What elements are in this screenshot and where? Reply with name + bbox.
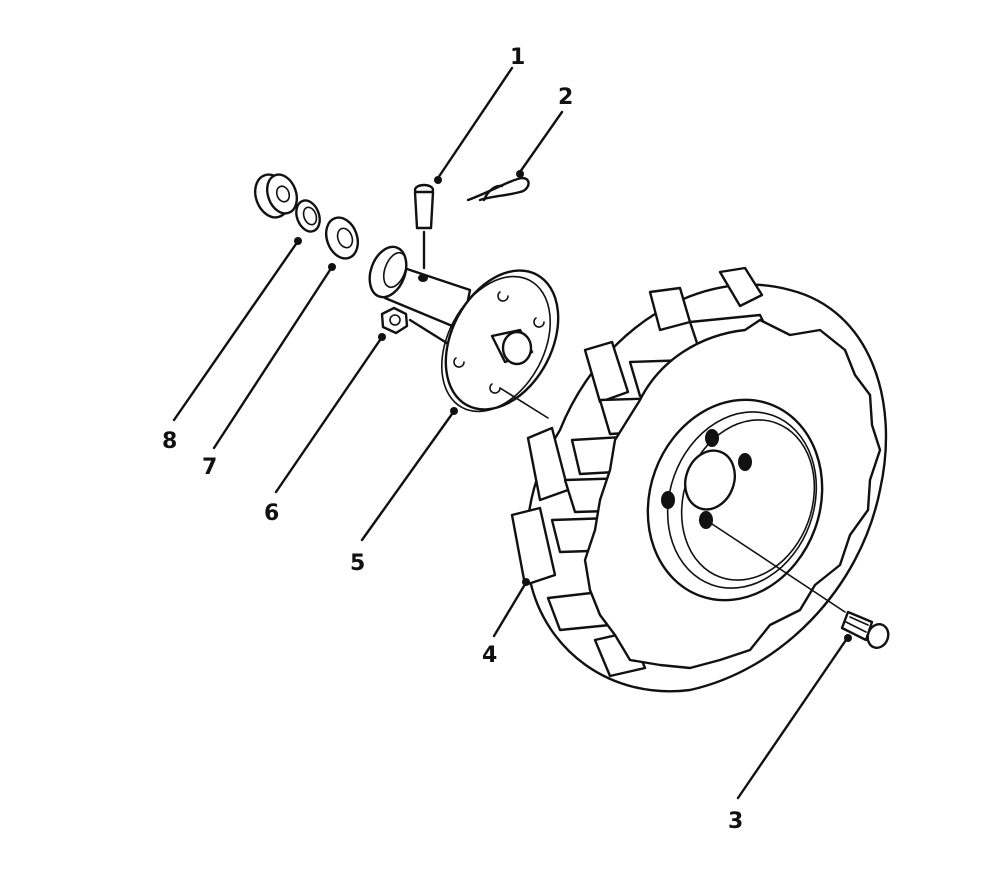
- callout-8: 8: [162, 429, 177, 454]
- callout-1: 1: [510, 45, 525, 70]
- callout-2: 2: [558, 85, 573, 110]
- callout-labels: 1 2 3 4 5 6 7 8: [162, 45, 743, 834]
- callout-7: 7: [202, 455, 217, 480]
- nut: [380, 306, 409, 335]
- bolt: [840, 610, 890, 649]
- pin: [413, 183, 435, 270]
- hub-center-hole: [684, 449, 736, 511]
- callout-3: 3: [728, 809, 743, 834]
- callout-6: 6: [264, 501, 279, 526]
- callout-4: 4: [482, 643, 497, 668]
- washer: [324, 216, 360, 260]
- rim-outer: [646, 398, 824, 602]
- tire-wheel: [510, 266, 888, 693]
- bearing-small: [295, 199, 321, 233]
- hub-axle: [368, 245, 846, 613]
- bearing-large: [253, 173, 299, 219]
- leader-lines: [172, 66, 852, 800]
- callout-5: 5: [350, 551, 365, 576]
- hairpin-clip: [466, 176, 530, 202]
